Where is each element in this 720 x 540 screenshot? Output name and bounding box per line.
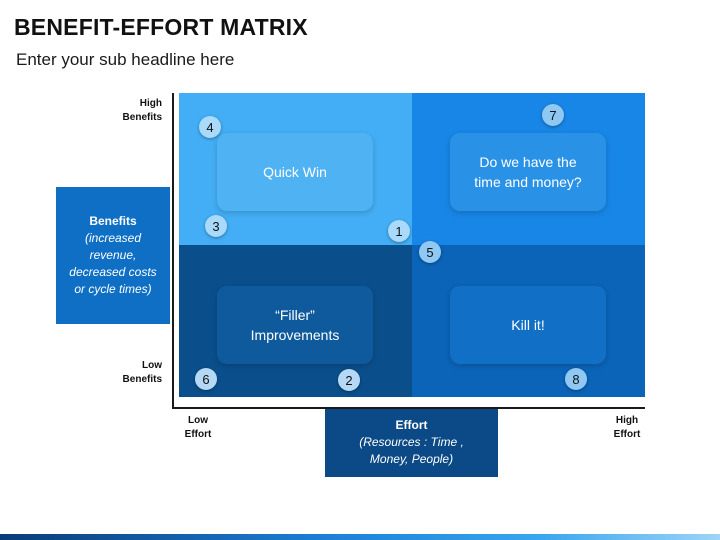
- high-effort-label: High Effort: [603, 414, 651, 442]
- filler-line2: Improvements: [250, 327, 340, 343]
- benefits-box-desc-1: (increased: [84, 230, 142, 245]
- benefits-box-desc-4: or cycle times): [74, 281, 152, 296]
- page-title: BENEFIT-EFFORT MATRIX: [14, 14, 308, 40]
- benefits-box-desc-2: revenue,: [89, 247, 137, 262]
- marker-3: 3: [205, 215, 227, 237]
- kill-it-line1: Kill it!: [511, 317, 545, 333]
- filler-line1: “Filler”: [275, 307, 315, 323]
- marker-2: 2: [338, 369, 360, 391]
- effort-box-title: Effort: [395, 418, 428, 432]
- x-axis-line: [172, 407, 645, 409]
- effort-box-desc-2: Money, People): [369, 452, 454, 466]
- low-benefits-line2: Benefits: [122, 374, 162, 385]
- page-subtitle: Enter your sub headline here: [16, 50, 235, 69]
- benefits-box: Benefits (increased revenue, decreased c…: [56, 187, 170, 324]
- footer-gradient-bar: [0, 534, 720, 540]
- marker-8: 8: [565, 368, 587, 390]
- quick-win-line1: Quick Win: [263, 164, 327, 180]
- time-money-line2: time and money?: [474, 174, 582, 190]
- high-benefits-line2: Benefits: [122, 112, 162, 123]
- time-money-card: Do we have the time and money?: [450, 133, 606, 211]
- y-axis-line: [172, 93, 174, 409]
- marker-4: 4: [199, 116, 221, 138]
- low-effort-label: Low Effort: [174, 414, 222, 442]
- effort-box-desc-1: (Resources : Time ,: [359, 435, 464, 449]
- kill-it-card: Kill it!: [450, 286, 606, 364]
- effort-box: Effort (Resources : Time , Money, People…: [325, 409, 498, 477]
- marker-7: 7: [542, 104, 564, 126]
- marker-5: 5: [419, 241, 441, 263]
- time-money-line1: Do we have the: [479, 154, 577, 170]
- filler-card: “Filler” Improvements: [217, 286, 373, 364]
- high-effort-line2: Effort: [613, 429, 641, 440]
- low-effort-line1: Low: [188, 415, 208, 426]
- marker-6: 6: [195, 368, 217, 390]
- high-effort-line1: High: [615, 415, 639, 426]
- low-benefits-line1: Low: [142, 360, 162, 371]
- benefits-box-title: Benefits: [89, 213, 137, 228]
- low-effort-line2: Effort: [184, 429, 212, 440]
- high-benefits-label: High Benefits: [112, 97, 162, 125]
- marker-1: 1: [388, 220, 410, 242]
- benefits-box-desc-3: decreased costs: [69, 264, 157, 279]
- quick-win-card: Quick Win: [217, 133, 373, 211]
- low-benefits-label: Low Benefits: [112, 359, 162, 387]
- high-benefits-line1: High: [139, 98, 162, 109]
